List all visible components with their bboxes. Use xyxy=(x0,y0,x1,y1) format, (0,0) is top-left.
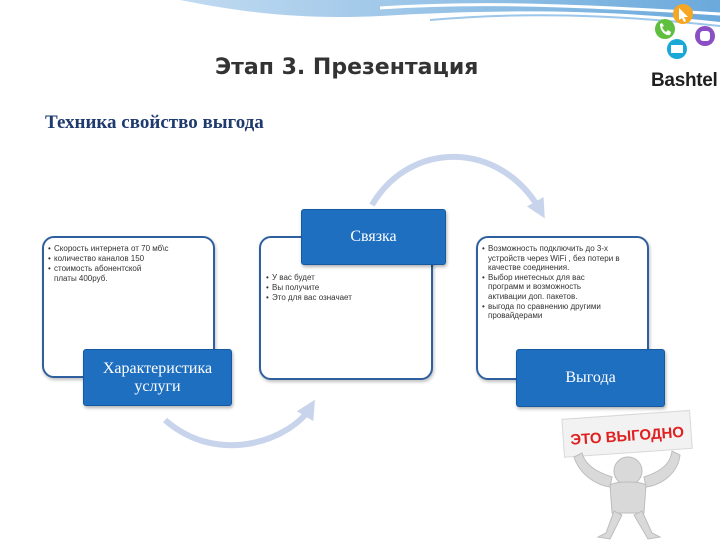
slide-title: Этап 3. Презентация xyxy=(215,55,479,80)
benefit-box: Выгода xyxy=(516,349,665,407)
connection-box: Связка xyxy=(301,209,446,265)
sign-board: ЭТО ВЫГОДНО xyxy=(561,409,693,458)
database-icon xyxy=(695,26,715,46)
person-holding-sign-illustration: ЭТО ВЫГОДНО xyxy=(561,409,693,540)
list-item: Выбор инетесных для вас программ и возмо… xyxy=(482,273,642,302)
list-item: Вы получите xyxy=(266,283,426,293)
header-wave-decoration xyxy=(0,0,720,27)
list-item: выгода по сравнению другими провайдерами xyxy=(482,302,642,321)
logo-text: Bashtel xyxy=(651,70,718,91)
arrow-to-connection xyxy=(163,399,315,449)
list-item: количество каналов 150 xyxy=(48,254,208,264)
logo-icons xyxy=(655,4,715,59)
list-item: Возможность подключить до 3-х устройств … xyxy=(482,244,642,273)
phone-icon xyxy=(655,19,675,39)
tv-icon xyxy=(667,39,687,59)
person-figure xyxy=(573,450,681,540)
features-box: Характеристика услуги xyxy=(83,349,232,406)
connection-list: У вас будет Вы получите Это для вас озна… xyxy=(266,273,426,303)
list-item: У вас будет xyxy=(266,273,426,283)
list-item: Скорость интернета от 70 мб\с xyxy=(48,244,208,254)
slide-subtitle: Техника свойство выгода xyxy=(45,112,264,133)
arrow-to-benefit xyxy=(369,153,545,219)
benefit-list: Возможность подключить до 3-х устройств … xyxy=(482,244,642,321)
features-list: Скорость интернета от 70 мб\с количество… xyxy=(48,244,208,284)
list-item: Это для вас означает xyxy=(266,293,426,303)
cursor-icon xyxy=(673,4,693,24)
list-item: стоимость абонентской платы 400руб. xyxy=(48,264,208,284)
